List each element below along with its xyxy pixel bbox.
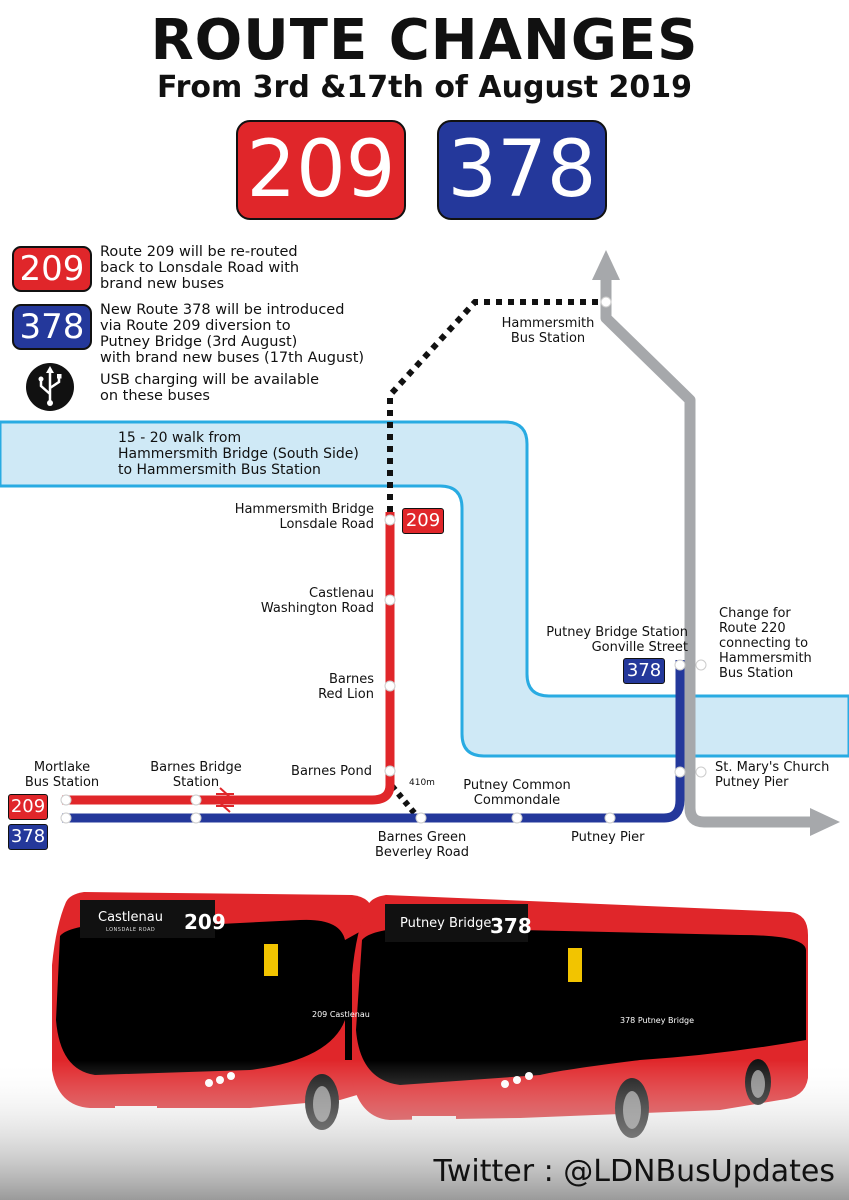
label-barnes-pond: Barnes Pond bbox=[291, 764, 372, 779]
stop-castlenau bbox=[384, 594, 396, 606]
page-subtitle: From 3rd &17th of August 2019 bbox=[157, 70, 692, 105]
label-change-220: Change for Route 220 connecting to Hamme… bbox=[719, 606, 812, 681]
label-barnes-red-lion: Barnes Red Lion bbox=[318, 672, 374, 702]
label-putney-common: Putney Common Commondale bbox=[463, 778, 571, 808]
label-barnes-green: Barnes Green Beverley Road bbox=[374, 830, 469, 860]
bus-209-via: LONSDALE ROAD bbox=[106, 927, 156, 933]
label-barnes-bridge: Barnes Bridge Station bbox=[150, 760, 242, 790]
twitter-handle: Twitter : @LDNBusUpdates bbox=[433, 1154, 835, 1189]
stop-hammersmith-bridge bbox=[384, 514, 396, 526]
stop-barnes-pond bbox=[384, 765, 396, 777]
putney-bridge-378-badge: 378 bbox=[623, 658, 665, 684]
bus-378-number: 378 bbox=[490, 914, 532, 938]
stop-barnes-green bbox=[415, 812, 427, 824]
stop-putney-bridge-station bbox=[674, 659, 686, 671]
page-title: ROUTE CHANGES bbox=[150, 8, 699, 73]
mortlake-378-badge: 378 bbox=[8, 824, 48, 850]
stop-barnes-bridge-378 bbox=[190, 812, 202, 824]
label-putney-pier: Putney Pier bbox=[571, 830, 645, 845]
route-220-line bbox=[600, 262, 815, 828]
legend-usb-text: USB charging will be available on these … bbox=[100, 372, 320, 404]
stop-mortlake-209 bbox=[60, 794, 72, 806]
bus-378-side-sign: 378 Putney Bridge bbox=[620, 1016, 695, 1025]
label-mortlake: Mortlake Bus Station bbox=[24, 760, 100, 790]
route-209-line bbox=[62, 512, 395, 805]
stop-barnes-red-lion bbox=[384, 680, 396, 692]
stop-putney-pier bbox=[604, 812, 616, 824]
right-arrow-icon bbox=[810, 808, 840, 836]
legend-209-text: Route 209 will be re-routed back to Lons… bbox=[100, 244, 300, 292]
label-distance: 410m bbox=[409, 778, 435, 788]
stop-barnes-bridge-209 bbox=[190, 794, 202, 806]
stop-hammersmith-bus-station bbox=[600, 296, 612, 308]
river-thames bbox=[0, 420, 849, 758]
legend-209-badge: 209 bbox=[12, 246, 92, 292]
walk-note: 15 - 20 walk from Hammersmith Bridge (So… bbox=[118, 430, 359, 478]
national-rail-icon bbox=[216, 787, 234, 813]
walking-link-410m bbox=[389, 784, 419, 817]
stop-st-marys-220 bbox=[695, 766, 707, 778]
stop-mortlake-378 bbox=[60, 812, 72, 824]
label-castlenau: Castlenau Washington Road bbox=[260, 586, 374, 616]
stop-change-220 bbox=[695, 659, 707, 671]
legend-378-badge: 378 bbox=[12, 304, 92, 350]
route-378-line bbox=[62, 660, 685, 823]
label-hammersmith-bridge: Hammersmith Bridge Lonsdale Road bbox=[234, 502, 374, 532]
up-arrow-icon bbox=[592, 250, 620, 280]
ground-shadow bbox=[0, 1060, 849, 1200]
stop-putney-common bbox=[511, 812, 523, 824]
bus-209-side-sign: 209 Castlenau bbox=[312, 1010, 370, 1019]
stop-st-marys bbox=[674, 766, 686, 778]
label-st-marys: St. Mary's Church Putney Pier bbox=[715, 760, 830, 790]
bus-209-number: 209 bbox=[184, 910, 226, 934]
route-209-badge: 209 bbox=[236, 120, 406, 220]
mortlake-209-badge: 209 bbox=[8, 794, 48, 820]
label-hammersmith-bus-station: Hammersmith Bus Station bbox=[501, 316, 595, 346]
bus-209-destination: Castlenau bbox=[98, 910, 163, 925]
usb-icon bbox=[26, 363, 74, 411]
label-putney-bridge-station: Putney Bridge Station Gonville Street bbox=[546, 625, 688, 655]
bus-378-destination: Putney Bridge bbox=[400, 916, 492, 931]
legend-378-text: New Route 378 will be introduced via Rou… bbox=[100, 302, 365, 366]
hammersmith-bridge-209-badge: 209 bbox=[402, 508, 444, 534]
route-378-badge: 378 bbox=[437, 120, 607, 220]
